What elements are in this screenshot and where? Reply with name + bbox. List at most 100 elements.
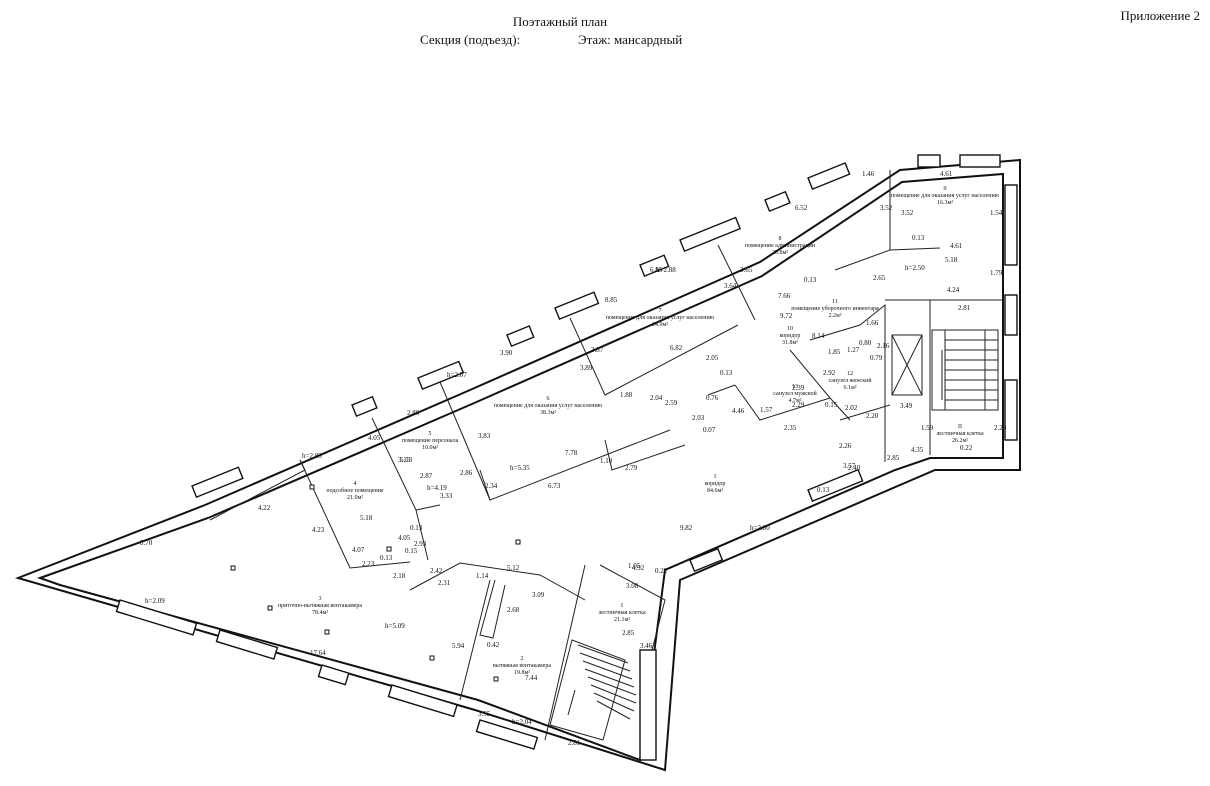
dimension-label: 8.14 <box>812 332 825 340</box>
plan-title: Поэтажный план <box>512 14 608 29</box>
dimension-label: 3.64 <box>724 282 737 290</box>
dimension-label: h=4.19 <box>427 484 447 492</box>
dimension-label: 3.65 <box>740 266 753 274</box>
dimension-label: 1.59 <box>921 424 934 432</box>
dimension-label: 4.46 <box>732 407 745 415</box>
dimension-label: 2.68 <box>507 606 520 614</box>
dimension-label: 1.57 <box>760 406 773 414</box>
window <box>417 360 465 391</box>
dimension-label: 5.94 <box>452 642 465 650</box>
dimension-label: 2.93 <box>414 540 427 548</box>
dimension-label: 5.18 <box>360 514 373 522</box>
dimension-label: 3.90 <box>500 349 513 357</box>
dimension-label: 1.05 <box>628 562 641 570</box>
dimension-label: h=2.07 <box>447 371 467 379</box>
dimension-label: 4.61 <box>950 242 963 250</box>
dimension-label: 8.70 <box>140 539 153 547</box>
interior-walls <box>209 170 1003 741</box>
dimension-label: 2.03 <box>692 414 705 422</box>
dimension-label: 2.16 <box>877 342 890 350</box>
dimension-label: 2.81 <box>568 739 581 747</box>
dimension-label: 2.02 <box>845 404 858 412</box>
dimension-label: 1.27 <box>847 346 860 354</box>
dimension-label: 0.80 <box>859 339 872 347</box>
dimension-label: 1.66 <box>866 319 879 327</box>
dimension-label: 8.85 <box>605 296 618 304</box>
dimension-label: 2.87 <box>420 472 433 480</box>
dimension-label: 0.13 <box>804 276 817 284</box>
dimension-label: 1.10 <box>600 457 613 465</box>
window <box>387 684 458 718</box>
window <box>554 291 600 321</box>
dimension-label: 3.13 <box>398 456 411 464</box>
dimension-label: 2.29 <box>792 401 805 409</box>
window <box>1004 379 1018 441</box>
dimension-label: 2.04 <box>650 394 663 402</box>
dimension-label: 2.80 <box>407 409 420 417</box>
dimension-label: h=2.88 <box>656 266 676 274</box>
dimension-label: 5.13 <box>400 456 413 464</box>
window <box>959 154 1001 168</box>
window <box>475 719 539 750</box>
dimension-label: 2.18 <box>393 572 406 580</box>
outer-walls <box>14 158 1021 772</box>
dimension-label: 0.13 <box>380 554 393 562</box>
stair-ii <box>891 329 999 411</box>
dimension-label: 2.31 <box>438 579 451 587</box>
dimension-label: 2.26 <box>839 442 852 450</box>
window <box>764 190 791 213</box>
dimension-label: 2.39 <box>792 384 805 392</box>
dimension-label: 3.55 <box>478 710 491 718</box>
dimension-label: 0.15 <box>825 401 838 409</box>
dimension-label: 4.61 <box>940 170 953 178</box>
dimension-label: 3.57 <box>843 462 856 470</box>
dimension-label: 2.86 <box>460 469 473 477</box>
window <box>807 162 851 191</box>
dimension-label: 3.08 <box>626 582 639 590</box>
dimension-label: 3.49 <box>900 402 913 410</box>
dimension-label: 2.85 <box>622 629 635 637</box>
window <box>191 466 244 499</box>
dimension-label: 0.13 <box>410 524 423 532</box>
window <box>689 547 724 573</box>
dimension-label: 2.05 <box>706 354 719 362</box>
window <box>917 154 941 168</box>
dimension-label: 1.46 <box>862 170 875 178</box>
dimension-label: 17.64 <box>310 649 326 657</box>
dimension-label: 1.88 <box>620 391 633 399</box>
dimension-label: 6.52 <box>795 204 808 212</box>
dimension-label: 1.54 <box>990 209 1003 217</box>
columns <box>230 484 521 682</box>
floor-label: Этаж: мансардный <box>578 32 683 47</box>
dimension-label: 0.79 <box>870 354 883 362</box>
dimension-label: 2.79 <box>625 464 638 472</box>
appendix-label: Приложение 2 <box>1120 8 1200 23</box>
dimension-label: 4.35 <box>911 446 924 454</box>
window <box>807 468 864 503</box>
window <box>639 254 670 278</box>
dimension-label: h=5.09 <box>385 622 405 630</box>
window <box>115 599 198 636</box>
dimension-label: 5.18 <box>945 256 958 264</box>
stair-i <box>549 639 637 741</box>
dimension-label: 2.23 <box>362 560 375 568</box>
windows <box>115 154 1018 761</box>
dimension-label: 2.42 <box>430 567 443 575</box>
dimension-label: 0.13 <box>720 369 733 377</box>
dimension-label: 4.22 <box>258 504 271 512</box>
dimension-label: 0.42 <box>487 641 500 649</box>
dimension-label: 1.14 <box>476 572 489 580</box>
dimension-label: 3.52 <box>880 204 893 212</box>
dimension-label: 9.72 <box>780 312 793 320</box>
